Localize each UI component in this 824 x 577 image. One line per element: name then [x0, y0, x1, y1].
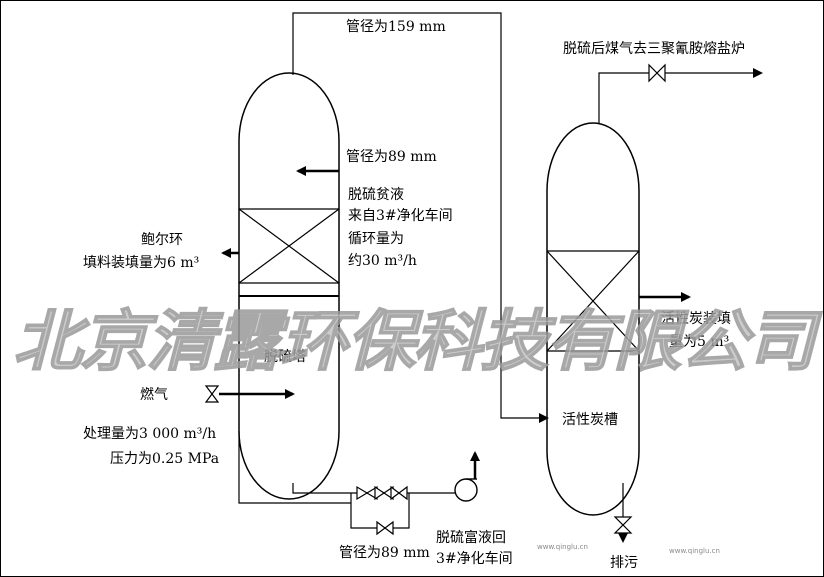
valve-bypass [376, 520, 394, 536]
lean-solution-label-2: 来自3#净化车间 [348, 207, 453, 224]
carbon-bed [546, 250, 640, 352]
bottom-piping [238, 431, 455, 529]
drain-label: 排污 [610, 555, 638, 571]
pall-ring-label-2: 填料装填量为6 m³ [83, 255, 199, 271]
lean-solution-label-4: 约30 m³/h [348, 253, 417, 269]
carbon-tank-label: 活性炭槽 [562, 412, 618, 428]
watermark-text: 北京清露环保科技有限公司 [13, 303, 822, 380]
pipe-top [292, 12, 549, 423]
pipe-bottom-label: 管径为89 mm [339, 545, 430, 561]
gas-rate-label: 处理量为3 000 m³/h [83, 426, 216, 442]
pipe-mid-label: 管径为89 mm [346, 149, 437, 165]
lean-solution-label-3: 循环量为 [348, 231, 404, 247]
rich-return-label-1: 脱硫富液回 [436, 529, 506, 546]
valve-2 [374, 485, 394, 501]
gas-pressure-label: 压力为0.25 MPa [110, 451, 219, 467]
outlet-valve [648, 63, 666, 83]
valve-3 [390, 485, 408, 501]
footer-mark-1: www.qinglu.cn [537, 543, 588, 551]
footer-mark-2: www.qinglu.cn [669, 547, 720, 555]
packing-bed [238, 208, 340, 297]
lean-solution-label-1: 脱硫贫液 [348, 187, 404, 203]
outlet-label: 脱硫后煤气去三聚氰胺熔盐炉 [563, 41, 745, 57]
rich-return-label-2: 3#净化车间 [436, 550, 513, 567]
desulfurization-tower [238, 72, 340, 500]
tower-label: 脱硫塔 [264, 349, 306, 365]
activated-carbon-tank [546, 122, 640, 516]
drain-valve [613, 516, 633, 534]
valve-1 [356, 485, 378, 501]
pipe-top-label: 管径为159 mm [346, 19, 446, 35]
outlet-pipe [598, 68, 763, 123]
gas-valve [204, 385, 220, 403]
carbon-fill-label-1: 活性炭装填 [661, 311, 731, 327]
gas-inlet-label: 燃气 [140, 386, 168, 403]
carbon-fill-label-2: 量为5 m³ [669, 334, 729, 350]
pall-ring-label-1: 鲍尔环 [141, 232, 183, 248]
pump-icon [454, 478, 478, 502]
